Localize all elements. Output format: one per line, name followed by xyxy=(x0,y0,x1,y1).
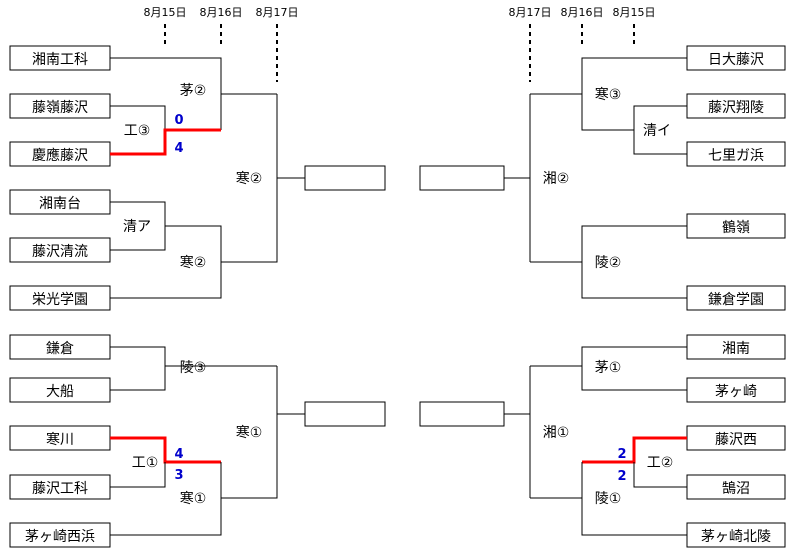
bracket-line xyxy=(110,225,222,299)
bracket-line xyxy=(581,346,687,391)
bracket-line xyxy=(110,57,222,94)
venue-label: 清イ xyxy=(643,123,671,139)
final-box xyxy=(419,165,505,191)
venue-label: 茅① xyxy=(595,360,622,376)
score: 2 xyxy=(617,469,626,484)
bracket-line xyxy=(110,105,166,130)
team-slot: 鶴嶺 xyxy=(686,213,786,239)
team-name: 藤嶺藤沢 xyxy=(32,100,88,116)
team-name: 藤沢清流 xyxy=(32,244,88,260)
venue-label: 茅② xyxy=(180,83,207,99)
bracket-line xyxy=(110,366,166,391)
score: 4 xyxy=(174,141,183,156)
venue-label: 寒③ xyxy=(595,86,622,103)
team-name: 寒川 xyxy=(46,431,74,448)
bracket-line xyxy=(221,366,278,499)
team-name: 鵠沼 xyxy=(722,481,750,497)
bracket-line xyxy=(110,238,166,251)
team-slot: 鵠沼 xyxy=(686,474,786,500)
venue-label: 湘① xyxy=(543,425,570,441)
bracket-line xyxy=(633,105,687,155)
team-slot: 藤沢清流 xyxy=(9,237,111,263)
team-name: 鎌倉学園 xyxy=(708,292,764,308)
team-name: 湘南 xyxy=(722,341,750,357)
venue-label: 寒① xyxy=(236,424,263,441)
team-name: 藤沢工科 xyxy=(32,481,88,497)
team-name: 鎌倉 xyxy=(46,341,74,357)
venue-label: 湘② xyxy=(543,171,570,187)
team-name: 七里ガ浜 xyxy=(708,148,764,164)
bracket-line xyxy=(633,462,687,488)
final-box xyxy=(304,401,386,427)
date-left-2: 8月16日 xyxy=(200,6,243,19)
venue-label: 陵① xyxy=(595,491,622,507)
score: 2 xyxy=(617,447,626,462)
team-slot: 藤沢西 xyxy=(686,425,786,451)
team-slot: 藤沢翔陵 xyxy=(686,93,786,119)
team-name: 藤沢翔陵 xyxy=(708,100,764,116)
venue-label: 寒① xyxy=(180,490,207,507)
winner-path xyxy=(110,128,221,156)
date-right-2: 8月16日 xyxy=(561,6,604,19)
team-slot: 大船 xyxy=(9,377,111,403)
venue-label: 寒② xyxy=(236,170,263,187)
team-slot: 茅ヶ崎 xyxy=(686,377,786,403)
team-slot: 鎌倉学園 xyxy=(686,285,786,311)
team-name: 藤沢西 xyxy=(715,432,757,448)
final-box xyxy=(304,165,386,191)
team-name: 湘南台 xyxy=(39,196,81,212)
venue-label: 工① xyxy=(132,455,159,471)
venue-label: 陵② xyxy=(595,255,622,271)
team-slot: 茅ヶ崎北陵 xyxy=(686,522,786,548)
team-slot: 七里ガ浜 xyxy=(686,141,786,167)
winner-path xyxy=(582,436,687,464)
bracket-line xyxy=(110,346,277,367)
score: 3 xyxy=(174,468,183,483)
team-slot: 寒川 xyxy=(9,425,111,451)
team-name: 慶應藤沢 xyxy=(32,147,88,164)
date-right-3: 8月15日 xyxy=(613,6,656,19)
team-name: 大船 xyxy=(46,384,74,400)
team-slot: 日大藤沢 xyxy=(686,45,786,71)
team-name: 湘南工科 xyxy=(32,52,88,68)
venue-label: 寒② xyxy=(180,254,207,271)
team-slot: 鎌倉 xyxy=(9,334,111,360)
team-slot: 茅ヶ崎西浜 xyxy=(9,522,111,548)
bracket-line xyxy=(110,462,166,488)
team-name: 茅ヶ崎西浜 xyxy=(25,529,95,545)
team-slot: 湘南工科 xyxy=(9,45,111,71)
team-name: 栄光学園 xyxy=(32,292,88,308)
bracket-line xyxy=(221,94,278,263)
bracket-line xyxy=(220,93,277,130)
venue-label: 陵③ xyxy=(180,360,207,376)
venue-label: 清ア xyxy=(123,219,151,235)
team-slot: 藤嶺藤沢 xyxy=(9,93,111,119)
venue-label: 工③ xyxy=(124,123,151,139)
date-right-1: 8月17日 xyxy=(509,6,552,19)
final-box xyxy=(419,401,505,427)
team-name: 鶴嶺 xyxy=(722,219,750,236)
team-name: 日大藤沢 xyxy=(708,52,764,68)
winner-path xyxy=(110,436,221,464)
score: 0 xyxy=(174,113,183,128)
venue-label: 工② xyxy=(647,455,674,471)
team-slot: 栄光学園 xyxy=(9,285,111,311)
team-slot: 湘南台 xyxy=(9,189,111,215)
team-slot: 湘南 xyxy=(686,334,786,360)
bracket-line xyxy=(581,462,687,536)
score: 4 xyxy=(174,447,183,462)
bracket-line xyxy=(110,462,222,536)
team-slot: 藤沢工科 xyxy=(9,474,111,500)
team-slot: 慶應藤沢 xyxy=(9,141,111,167)
date-left-3: 8月17日 xyxy=(256,6,299,19)
team-name: 茅ヶ崎 xyxy=(715,384,757,400)
date-left-1: 8月15日 xyxy=(144,6,187,19)
team-name: 茅ヶ崎北陵 xyxy=(701,529,771,545)
